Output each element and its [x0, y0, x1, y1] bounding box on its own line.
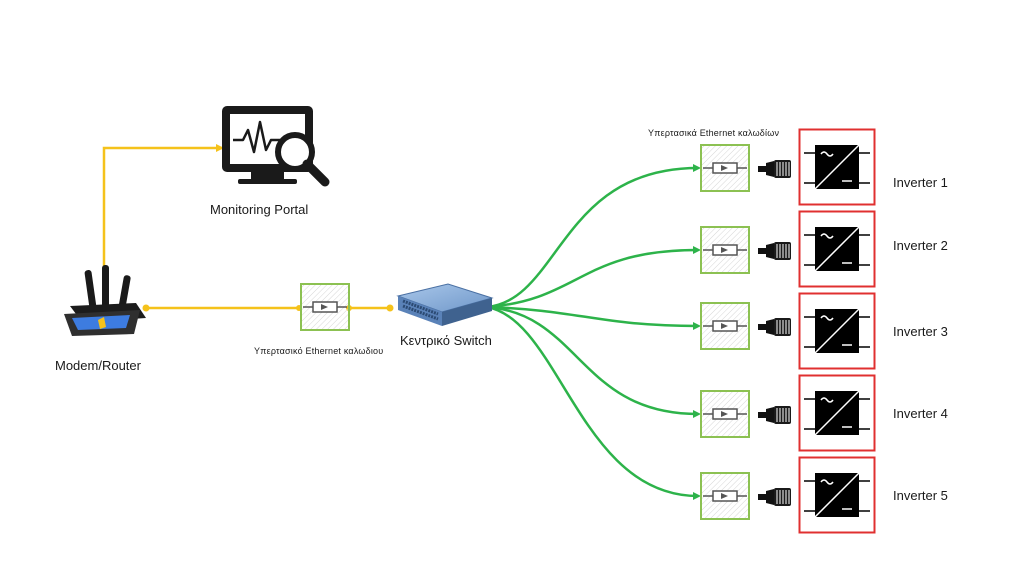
- router-portal-arrow: [216, 144, 224, 152]
- inverter-label-4: Inverter 4: [893, 406, 948, 421]
- switch-link-4: [486, 305, 699, 416]
- switch-link-2: [486, 248, 699, 309]
- modem-router-label: Modem/Router: [55, 358, 141, 373]
- surge-protector-main-label: Υπερτασικό Ethernet καλωδιου: [254, 346, 384, 356]
- switch-icon: [396, 283, 494, 326]
- switch-link-3: [486, 305, 699, 328]
- surge-protector-4: [700, 390, 750, 438]
- ethernet-connector-icon-4: [758, 405, 792, 425]
- inverter-icon-3: [798, 292, 876, 370]
- router-port-dot: [142, 304, 150, 312]
- surge-protector-5: [700, 472, 750, 520]
- router-to-portal-link: [102, 146, 222, 268]
- switch-link-1: [486, 166, 699, 309]
- ethernet-connector-icon-3: [758, 317, 792, 337]
- monitoring-portal-label: Monitoring Portal: [210, 202, 309, 217]
- surge-protector-main: [300, 283, 350, 331]
- inverter-label-1: Inverter 1: [893, 175, 948, 190]
- ethernet-connector-icon-5: [758, 487, 792, 507]
- switch-links: [486, 166, 699, 498]
- surge-protector-2: [700, 226, 750, 274]
- inverter-icon-1: [798, 128, 876, 206]
- surge-protector-3: [700, 302, 750, 350]
- switch-link-arrows: [693, 164, 701, 500]
- central-switch-label: Κεντρικό Switch: [400, 333, 492, 348]
- inverter-icon-2: [798, 210, 876, 288]
- inverter-label-3: Inverter 3: [893, 324, 948, 339]
- inverter-icon-5: [798, 456, 876, 534]
- router-icon: [64, 265, 146, 336]
- inverter-icon-4: [798, 374, 876, 452]
- ethernet-connector-icon-2: [758, 241, 792, 261]
- inverter-label-5: Inverter 5: [893, 488, 948, 503]
- switch-in-dot: [386, 304, 394, 312]
- monitoring-portal-icon: [222, 106, 330, 187]
- surge-protector-1: [700, 144, 750, 192]
- inverter-label-2: Inverter 2: [893, 238, 948, 253]
- surge-protectors-label: Υπερτασικά Ethernet καλωδίων: [648, 128, 780, 138]
- switch-link-5: [486, 305, 699, 498]
- ethernet-connector-icon-1: [758, 159, 792, 179]
